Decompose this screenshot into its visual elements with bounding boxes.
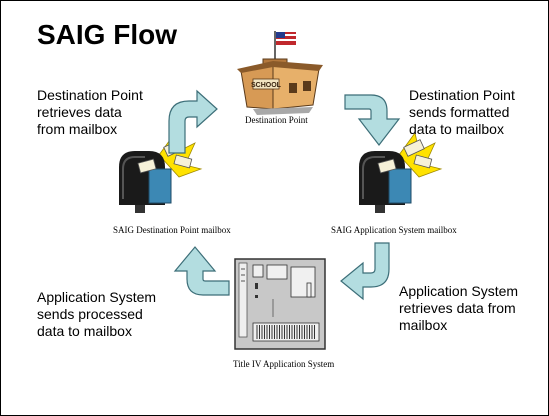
- computer-icon: [234, 258, 326, 350]
- step-caption-bottom-right: Application System retrieves data from m…: [399, 283, 519, 333]
- dest-mailbox-label: SAIG Destination Point mailbox: [113, 225, 231, 235]
- step-caption-bottom-left: Application System sends processed data …: [37, 289, 157, 339]
- arrow-top-right: [344, 94, 401, 146]
- page-title: SAIG Flow: [37, 19, 177, 50]
- step-caption-top-right: Destination Point sends formatted data t…: [409, 87, 515, 137]
- arrow-bottom-left: [173, 246, 230, 296]
- school-building-icon: SCHOOL: [237, 31, 323, 115]
- app-mailbox-label: SAIG Application System mailbox: [331, 225, 457, 235]
- mailbox-icon: [119, 132, 203, 213]
- arrow-bottom-right: [340, 242, 390, 301]
- mailbox-icon: [359, 132, 443, 213]
- app-system-label: Title IV Application System: [233, 359, 335, 369]
- step-caption-top-left: Destination Point retrieves data from ma…: [37, 87, 143, 137]
- arrow-top-left: [168, 89, 218, 154]
- school-sign: SCHOOL: [251, 82, 282, 89]
- destination-point-label: Destination Point: [245, 115, 308, 125]
